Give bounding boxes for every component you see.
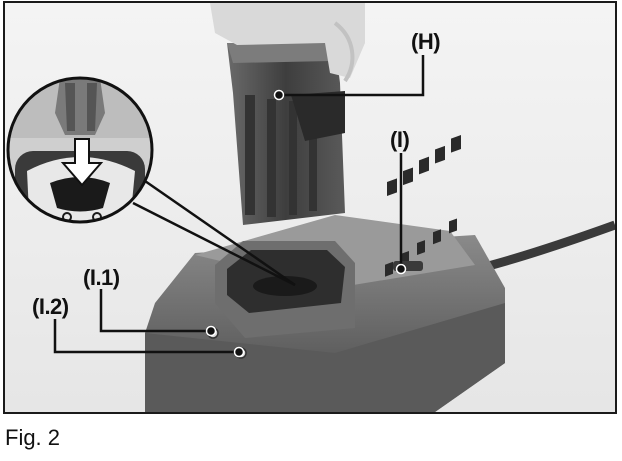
callout-indicator-1-label: (I.1): [83, 265, 120, 290]
inset-pointer-line: [144, 179, 296, 287]
charger-illustration: [5, 3, 615, 412]
callout-indicator-2-label: (I.2): [32, 294, 69, 319]
vent-slots: [385, 135, 461, 277]
figure-caption: Fig. 2: [5, 425, 61, 450]
battery-pack: [227, 43, 345, 225]
callout-battery-label: (H): [411, 29, 441, 54]
figure-frame: (H) (I) (I.1) (I.2): [3, 1, 617, 414]
leader-line-indicator-1: [99, 289, 211, 333]
hand: [210, 3, 365, 78]
inset-pointer-line: [132, 201, 296, 287]
leader-line-indicator-2: [53, 319, 239, 354]
callout-charger-label: (I): [390, 127, 410, 152]
leader-line-battery: [279, 55, 425, 97]
